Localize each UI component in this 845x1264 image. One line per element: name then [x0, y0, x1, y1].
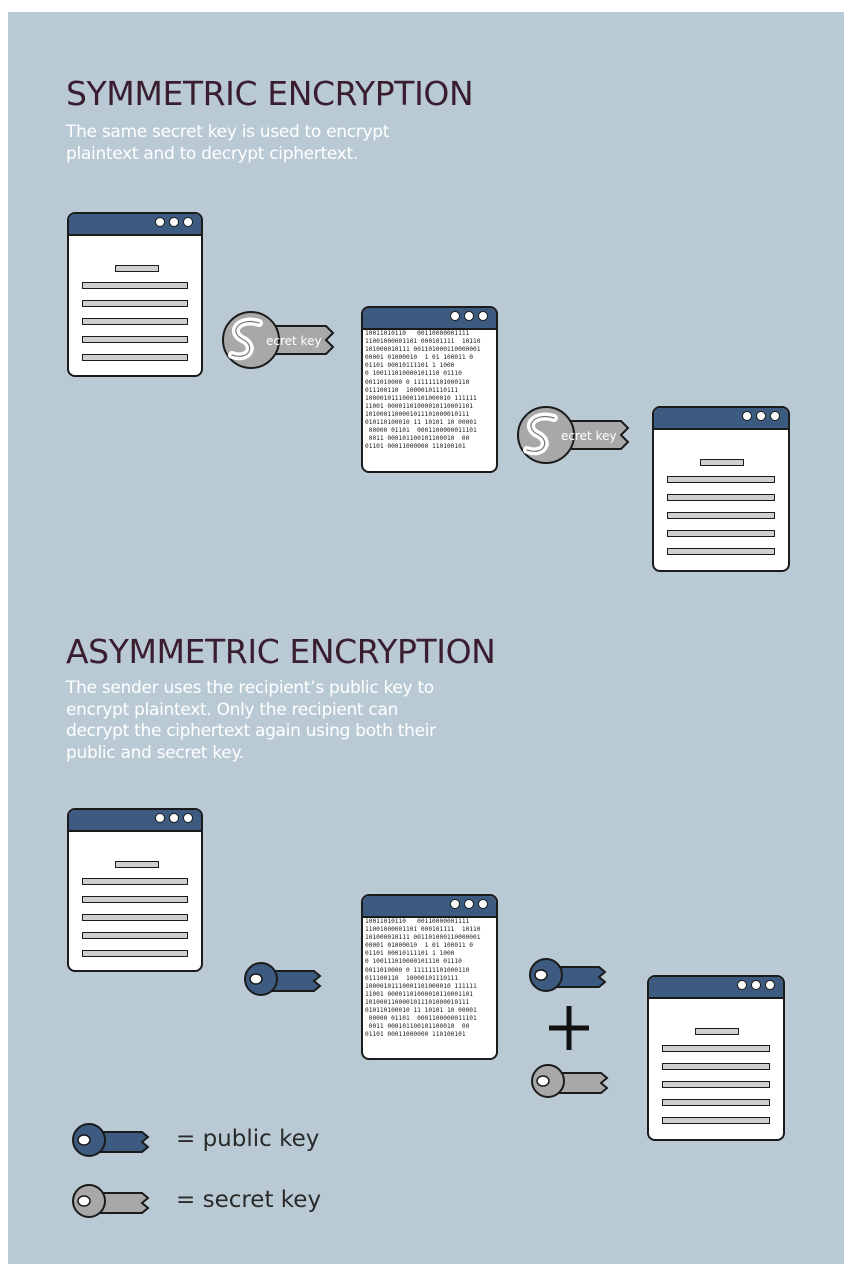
- plaintext-window-icon: [647, 975, 785, 1141]
- legend-secret-key: = secret key: [176, 1187, 322, 1213]
- public-key-icon: [244, 962, 322, 996]
- ciphertext-text: 10011010110 00110000001111 1100100000110…: [365, 330, 481, 451]
- secret-key-icon: ecret key: [222, 311, 335, 369]
- ciphertext-text: 10011010110 00110000001111 1100100000110…: [365, 918, 481, 1039]
- secret-key-icon: ecret key: [517, 406, 630, 464]
- legend-public-key: = public key: [176, 1126, 320, 1152]
- plus-icon: [549, 1006, 589, 1050]
- secret-key-label: ecret key: [266, 334, 322, 348]
- secret-key-icon: [72, 1184, 150, 1218]
- symmetric-heading: SYMMETRIC ENCRYPTION: [66, 74, 474, 113]
- asymmetric-description: The sender uses the recipient’s public k…: [66, 678, 436, 763]
- symmetric-description: The same secret key is used to encrypt p…: [66, 122, 390, 164]
- public-key-icon: [72, 1123, 150, 1157]
- plaintext-window-icon: [652, 406, 790, 572]
- plaintext-window-icon: [67, 808, 203, 972]
- secret-key-icon: [531, 1064, 609, 1098]
- asymmetric-heading: ASYMMETRIC ENCRYPTION: [66, 632, 496, 671]
- plaintext-window-icon: [67, 212, 203, 377]
- secret-key-label: ecret key: [561, 429, 617, 443]
- public-key-icon: [529, 958, 607, 992]
- ciphertext-window-icon: 10011010110 00110000001111 1100100000110…: [361, 306, 498, 473]
- ciphertext-window-icon: 10011010110 00110000001111 1100100000110…: [361, 894, 498, 1060]
